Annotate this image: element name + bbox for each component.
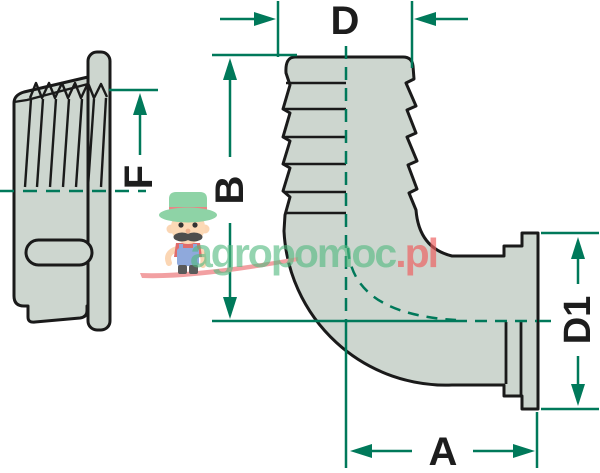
dimension-F: F (109, 88, 161, 189)
dimension-D: D (220, 0, 468, 68)
elbow-barb-fitting (212, 46, 551, 468)
dimension-A: A (350, 412, 539, 473)
inner-bore-dashed-curve (346, 247, 457, 322)
outlet-bore-lines (504, 322, 523, 395)
nut-body (12, 75, 90, 324)
nut-top-band-line (13, 82, 89, 104)
dimension-label-B: B (208, 176, 252, 205)
arrowhead-right-icon (254, 12, 276, 26)
arrowhead-down-icon (571, 384, 585, 406)
dimension-label-F: F (117, 165, 161, 189)
arrowhead-left-icon (414, 12, 436, 26)
arrowhead-up-icon (223, 58, 237, 80)
nut-thread-crest-zigzag (28, 81, 109, 100)
dimension-D1: D1 (541, 231, 599, 411)
arrowhead-right-icon (513, 444, 535, 458)
dimension-B: B (208, 53, 297, 319)
hose-nut-side-view (0, 50, 146, 332)
dimension-label-D1: D1 (557, 296, 599, 345)
arrowhead-up-icon (571, 237, 585, 259)
arrowhead-down-icon (223, 297, 237, 319)
nut-thread-flank-lines (23, 97, 108, 188)
dimension-label-A: A (429, 430, 458, 473)
arrowhead-up-icon (133, 93, 147, 115)
dimension-label-D: D (331, 0, 360, 43)
barb-ridge-lines (284, 81, 346, 215)
arrowhead-left-icon (350, 444, 372, 458)
nut-grip-slot (24, 238, 94, 267)
